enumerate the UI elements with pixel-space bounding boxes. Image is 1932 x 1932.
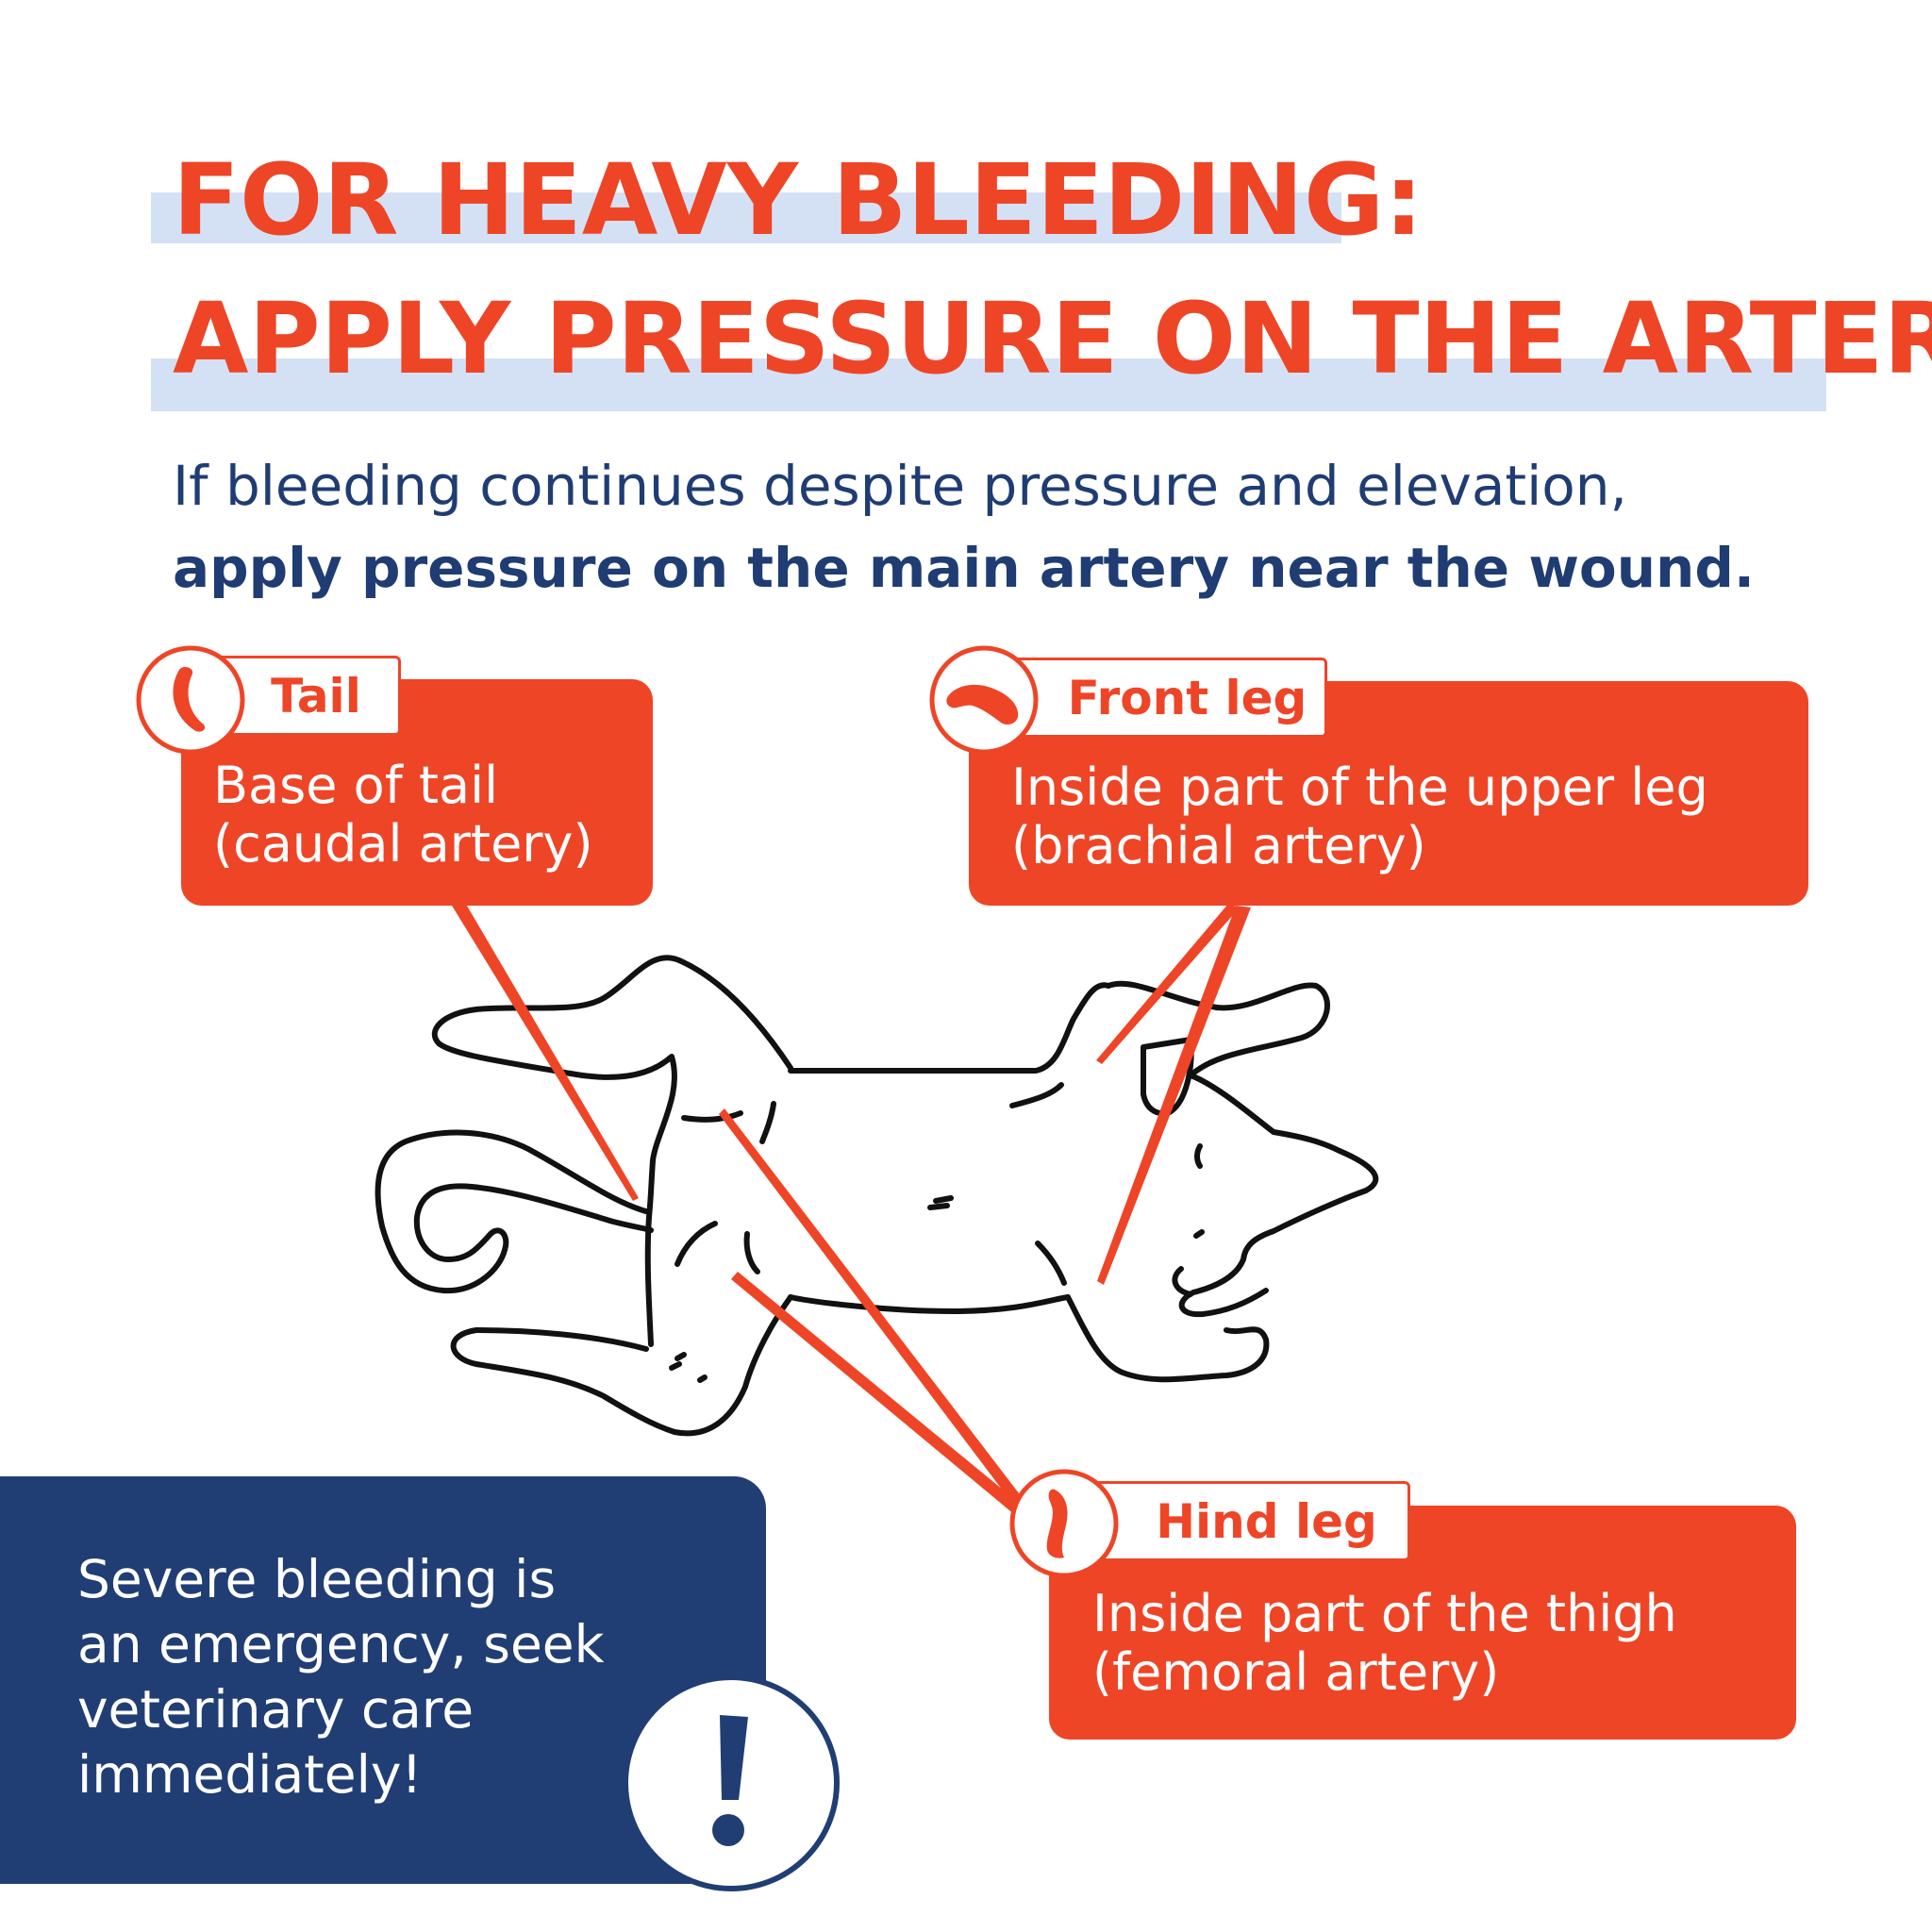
cat-belly [788, 1294, 1071, 1314]
warning-text: Severe bleeding is an emergency, seek ve… [77, 1547, 605, 1807]
warning-line-3: veterinary care [77, 1679, 475, 1740]
tail-icon [136, 645, 245, 755]
exclamation-icon [623, 1674, 840, 1891]
cat-hind-leg-top [431, 955, 793, 1163]
title-highlight-1 [151, 192, 1341, 243]
page-title-line-1: FOR HEAVY BLEEDING: [173, 142, 1424, 258]
hind-leg-desc-line-2: (femoral artery) [1092, 1642, 1500, 1702]
hind-leg-description: Inside part of the thigh (femoral artery… [1092, 1585, 1677, 1702]
intro-line-1: If bleeding continues despite pressure a… [173, 454, 1627, 518]
hind-leg-label: Hind leg [1156, 1493, 1377, 1549]
intro-line-2: apply pressure on the main artery near t… [173, 536, 1755, 600]
warning-line-1: Severe bleeding is [77, 1549, 557, 1609]
tail-desc-line-1: Base of tail [213, 756, 499, 815]
pointer-hind-leg-2 [731, 1272, 1024, 1515]
tail-label: Tail [271, 668, 361, 724]
hind-leg-desc-line-1: Inside part of the thigh [1092, 1584, 1677, 1643]
cat-hip [644, 1158, 656, 1347]
tail-desc-line-2: (caudal artery) [213, 814, 593, 874]
cat-back [788, 982, 1111, 1074]
front-leg-desc-line-2: (brachial artery) [1011, 816, 1426, 875]
warning-line-4: immediately! [77, 1744, 423, 1805]
warning-line-2: an emergency, seek [77, 1614, 605, 1674]
front-leg-description: Inside part of the upper leg (brachial a… [1011, 758, 1708, 875]
cat-front-leg-bottom [1065, 1294, 1270, 1383]
cat-hind-leg-bottom [450, 1294, 793, 1437]
pointer-front-leg-2 [1097, 906, 1251, 1285]
title-highlight-2 [151, 358, 1826, 411]
tail-description: Base of tail (caudal artery) [213, 757, 593, 874]
pointer-hind-leg-1 [719, 1108, 1028, 1509]
front-leg-icon [929, 645, 1039, 755]
front-leg-tag: Front leg [991, 658, 1327, 738]
front-leg-label: Front leg [1067, 670, 1307, 725]
hind-leg-tag: Hind leg [1075, 1481, 1410, 1561]
pointer-tail [449, 901, 639, 1201]
hind-leg-icon [1009, 1469, 1119, 1578]
page-title-line-2: APPLY PRESSURE ON THE ARTERY [173, 281, 1932, 396]
pointer-front-leg-1 [1096, 904, 1240, 1064]
front-leg-desc-line-1: Inside part of the upper leg [1011, 758, 1708, 817]
cat-front-leg-top [1106, 980, 1330, 1078]
cat-tail [375, 1129, 654, 1294]
